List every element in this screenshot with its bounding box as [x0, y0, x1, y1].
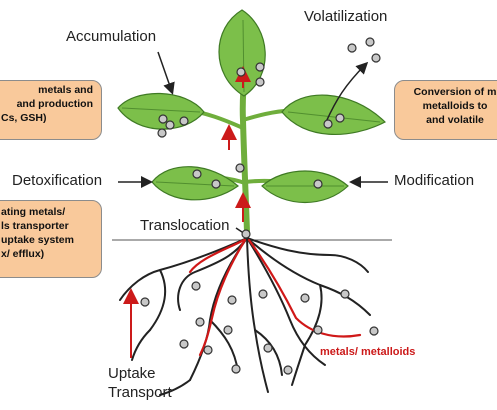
box-left-top-line-1: metals and — [38, 84, 93, 96]
box-left-top: metals and and production Cs, GSH) — [0, 80, 102, 140]
box-right-top-line-2: metalloids to — [422, 100, 488, 112]
metals-metalloids-label: metals/ metalloids — [320, 346, 416, 358]
box-left-top-line-3: Cs, GSH) — [1, 112, 47, 124]
black-arrows — [118, 51, 388, 235]
leaf-lower-left — [151, 166, 239, 201]
root-system — [119, 237, 371, 396]
box-right-top-line-1: Conversion of m — [413, 86, 497, 98]
accumulation-arrow — [157, 51, 175, 95]
translocation-label: Translocation — [140, 217, 230, 234]
leaf-upper-right — [281, 94, 387, 136]
root-transport-path — [188, 238, 362, 357]
leaf-top — [218, 9, 266, 97]
transport-label: Transport — [108, 384, 172, 401]
box-left-bottom-line-3: uptake system — [1, 234, 74, 246]
detoxification-label: Detoxification — [12, 172, 103, 189]
box-right-top: Conversion of m metalloids to and volati… — [394, 80, 497, 140]
box-left-bottom-line-2: ls transporter — [1, 220, 69, 232]
volatilization-label: Volatilization — [304, 8, 388, 25]
box-left-bottom-line-1: ating metals/ — [1, 206, 66, 218]
volatilization-arrow — [325, 61, 369, 123]
leaves — [117, 9, 387, 203]
modification-label: Modification — [394, 172, 475, 189]
box-left-bottom: ating metals/ ls transporter uptake syst… — [0, 200, 102, 278]
accumulation-label: Accumulation — [66, 28, 157, 45]
leaf-lower-right — [261, 170, 349, 203]
box-right-top-line-3: and volatile — [426, 114, 484, 126]
uptake-label: Uptake — [108, 365, 156, 382]
particles — [140, 37, 381, 375]
box-left-top-line-2: and production — [16, 98, 93, 110]
box-left-bottom-line-4: x/ efflux) — [1, 248, 45, 260]
